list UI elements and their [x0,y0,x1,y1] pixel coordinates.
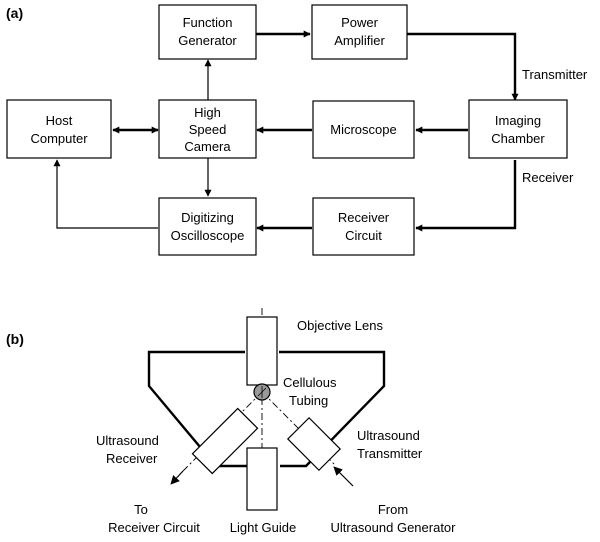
high-speed-camera-line2: Speed [189,122,227,137]
digitizing-oscilloscope-line2: Oscilloscope [171,228,245,243]
receiver-circuit-box: Receiver Circuit [312,197,415,256]
imaging-chamber-line2: Chamber [491,131,545,146]
light-guide [246,447,278,511]
pa-to-chamber-arrow [407,32,519,101]
ultrasound-receiver-transducer [191,407,259,475]
function-generator-box: Function Generator [158,4,257,60]
digitizing-oscilloscope-line1: Digitizing [181,210,234,225]
chamber-right-wall [279,350,386,468]
microscope-label: Microscope [330,122,396,137]
from-ultrasound-generator-line2: Ultrasound Generator [330,520,456,535]
function-generator-line2: Generator [178,33,237,48]
to-receiver-circuit-line2: Receiver Circuit [108,520,200,535]
to-receiver-arrow [170,470,184,485]
ultrasound-transmitter-line1: Ultrasound [357,428,420,443]
imaging-chamber-box: Imaging Chamber [468,99,568,159]
panel-a: (a) Function Generator Power Amplifier [6,4,588,256]
objective-lens [246,316,278,386]
cellulous-tubing-line2: Tubing [289,393,328,408]
power-amplifier-box: Power Amplifier [311,4,408,60]
panel-a-label: (a) [6,5,23,21]
digitizing-oscilloscope-box: Digitizing Oscilloscope [158,197,257,256]
host-computer-line2: Computer [30,131,88,146]
chamber-to-rc-arrow [415,160,517,232]
microscope-box: Microscope [312,100,415,159]
cellulous-tubing-line1: Cellulous [283,375,337,390]
panel-b: (b) Objective Lens Cell [6,308,456,535]
ultrasound-transmitter-line2: Transmitter [357,446,423,461]
ultrasound-transmitter-transducer [286,416,342,472]
panel-a-connections [53,30,519,232]
power-amplifier-line1: Power [341,15,379,30]
high-speed-camera-box: High Speed Camera [158,99,257,159]
objective-lens-label: Objective Lens [297,318,383,333]
high-speed-camera-line1: High [194,105,221,120]
panel-b-label: (b) [6,331,24,347]
function-generator-line1: Function [183,15,233,30]
receiver-edge-label: Receiver [522,170,574,185]
from-generator-arrow [333,466,354,487]
chamber-left-wall [147,350,248,468]
host-computer-line1: Host [46,113,73,128]
osc-to-host-arrow [53,159,158,229]
receiver-circuit-line1: Receiver [338,210,390,225]
from-ultrasound-generator-line1: From [378,502,408,517]
high-speed-camera-line3: Camera [184,139,231,154]
light-guide-label: Light Guide [230,520,297,535]
transmitter-axis [261,391,335,465]
receiver-circuit-line2: Circuit [345,228,382,243]
imaging-chamber-line1: Imaging [495,113,541,128]
host-computer-box: Host Computer [6,99,112,159]
transmitter-edge-label: Transmitter [522,67,588,82]
cellulous-tubing-marker [253,383,271,401]
power-amplifier-line2: Amplifier [334,33,385,48]
to-receiver-circuit-line1: To [134,502,148,517]
ultrasound-receiver-line2: Receiver [106,451,158,466]
ultrasound-receiver-line1: Ultrasound [96,433,159,448]
